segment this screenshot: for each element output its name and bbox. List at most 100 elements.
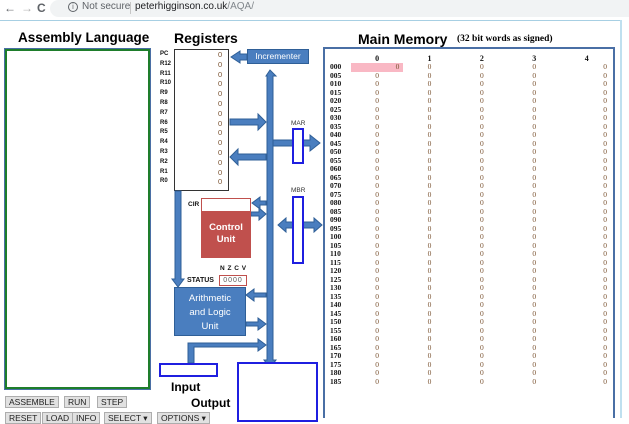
memory-cell[interactable]: 0 (480, 206, 484, 216)
memory-cell[interactable]: 0 (427, 359, 432, 369)
memory-cell[interactable]: 0 (603, 223, 607, 233)
memory-cell[interactable]: 0 (603, 283, 607, 293)
memory-cell[interactable]: 0 (375, 147, 379, 157)
memory-cell[interactable]: 0 (603, 155, 607, 165)
info-circle-icon[interactable]: i (68, 2, 78, 12)
memory-cell[interactable]: 0 (603, 215, 607, 225)
memory-cell[interactable]: 0 (532, 181, 537, 191)
memory-cell[interactable]: 0 (532, 257, 537, 267)
memory-cell[interactable]: 0 (480, 266, 484, 276)
memory-cell[interactable]: 0 (375, 317, 379, 327)
memory-cell[interactable]: 0 (480, 164, 484, 174)
memory-cell[interactable]: 0 (603, 317, 607, 327)
memory-cell[interactable]: 0 (532, 189, 537, 199)
button-assemble[interactable]: ASSEMBLE (5, 396, 59, 408)
memory-cell[interactable]: 0 (427, 257, 432, 267)
memory-cell[interactable]: 0 (532, 79, 537, 89)
memory-cell[interactable]: 0 (532, 62, 537, 72)
memory-cell[interactable]: 0 (427, 376, 432, 386)
memory-cell[interactable]: 0 (603, 62, 607, 72)
memory-cell[interactable]: 0 (532, 334, 537, 344)
memory-cell[interactable]: 0 (480, 181, 484, 191)
memory-cell[interactable]: 0 (603, 240, 607, 250)
memory-cell[interactable]: 0 (480, 308, 484, 318)
memory-cell[interactable]: 0 (532, 206, 537, 216)
memory-cell[interactable]: 0 (427, 232, 432, 242)
memory-cell[interactable]: 0 (480, 274, 484, 284)
memory-cell[interactable]: 0 (375, 96, 379, 106)
memory-cell[interactable]: 0 (375, 376, 379, 386)
memory-cell[interactable]: 0 (427, 121, 432, 131)
memory-cell[interactable]: 0 (427, 147, 432, 157)
memory-cell[interactable]: 0 (532, 121, 537, 131)
memory-cell[interactable]: 0 (603, 87, 607, 97)
memory-cell[interactable]: 0 (603, 232, 607, 242)
memory-cell[interactable]: 0 (532, 240, 537, 250)
memory-cell[interactable]: 0 (480, 232, 484, 242)
memory-cell[interactable]: 0 (427, 79, 432, 89)
memory-cell[interactable]: 0 (480, 104, 484, 114)
memory-cell[interactable]: 0 (375, 206, 379, 216)
memory-cell[interactable]: 0 (375, 79, 379, 89)
memory-cell[interactable]: 0 (427, 308, 432, 318)
memory-cell[interactable]: 0 (532, 368, 537, 378)
memory-cell[interactable]: 0 (480, 325, 484, 335)
memory-cell[interactable]: 0 (480, 351, 484, 361)
forward-icon[interactable]: → (21, 1, 33, 15)
memory-cell[interactable]: 0 (480, 70, 484, 80)
memory-cell[interactable]: 0 (427, 138, 432, 148)
memory-cell[interactable]: 0 (532, 317, 537, 327)
memory-cell[interactable]: 0 (480, 62, 484, 72)
memory-cell[interactable]: 0 (375, 300, 379, 310)
memory-cell[interactable]: 0 (532, 300, 537, 310)
memory-cell[interactable]: 0 (375, 342, 379, 352)
memory-cell[interactable]: 0 (603, 113, 607, 123)
memory-cell[interactable]: 0 (480, 96, 484, 106)
memory-cell[interactable]: 0 (480, 376, 484, 386)
memory-cell[interactable]: 0 (375, 249, 379, 259)
memory-cell[interactable]: 0 (480, 291, 484, 301)
memory-cell[interactable]: 0 (532, 325, 537, 335)
button-run[interactable]: RUN (64, 396, 91, 408)
memory-cell[interactable]: 0 (532, 147, 537, 157)
memory-cell[interactable]: 0 (375, 283, 379, 293)
memory-cell[interactable]: 0 (480, 342, 484, 352)
memory-cell[interactable]: 0 (427, 164, 432, 174)
memory-cell[interactable]: 0 (427, 104, 432, 114)
memory-cell[interactable]: 0 (603, 70, 607, 80)
memory-cell[interactable]: 0 (375, 121, 379, 131)
memory-cell[interactable]: 0 (603, 266, 607, 276)
memory-cell[interactable]: 0 (427, 325, 432, 335)
memory-cell[interactable]: 0 (427, 266, 432, 276)
memory-cell[interactable]: 0 (480, 147, 484, 157)
back-icon[interactable]: ← (4, 1, 16, 15)
memory-cell[interactable]: 0 (480, 300, 484, 310)
memory-cell[interactable]: 0 (480, 368, 484, 378)
memory-cell[interactable]: 0 (532, 291, 537, 301)
memory-cell[interactable]: 0 (427, 181, 432, 191)
memory-cell[interactable]: 0 (427, 189, 432, 199)
memory-cell[interactable]: 0 (603, 121, 607, 131)
memory-cell[interactable]: 0 (375, 138, 379, 148)
memory-cell[interactable]: 0 (480, 283, 484, 293)
memory-cell[interactable]: 0 (375, 359, 379, 369)
memory-cell[interactable]: 0 (480, 130, 484, 140)
memory-cell[interactable]: 0 (375, 181, 379, 191)
memory-cell[interactable]: 0 (532, 96, 537, 106)
memory-cell[interactable]: 0 (375, 155, 379, 165)
memory-cell[interactable]: 0 (480, 189, 484, 199)
memory-cell[interactable]: 0 (375, 113, 379, 123)
memory-cell[interactable]: 0 (427, 130, 432, 140)
memory-cell[interactable]: 0 (532, 138, 537, 148)
memory-cell[interactable]: 0 (603, 257, 607, 267)
memory-cell[interactable]: 0 (427, 96, 432, 106)
memory-cell[interactable]: 0 (480, 257, 484, 267)
memory-cell[interactable]: 0 (603, 138, 607, 148)
memory-cell[interactable]: 0 (375, 232, 379, 242)
memory-cell[interactable]: 0 (603, 376, 607, 386)
memory-cell[interactable]: 0 (427, 172, 432, 182)
memory-cell[interactable]: 0 (603, 181, 607, 191)
memory-cell[interactable]: 0 (480, 87, 484, 97)
memory-cell[interactable]: 0 (350, 63, 404, 72)
memory-cell[interactable]: 0 (532, 70, 537, 80)
